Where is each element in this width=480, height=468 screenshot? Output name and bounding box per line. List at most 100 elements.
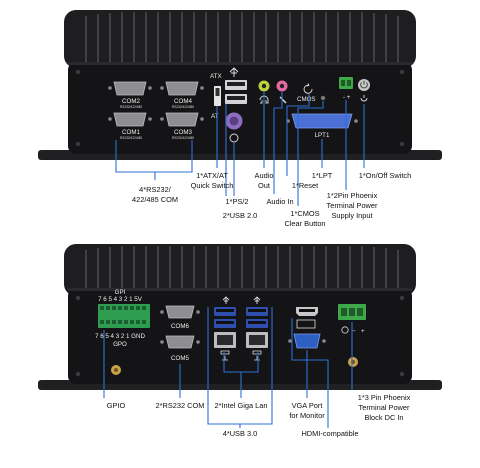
lpt-callout: 1*LPT <box>312 171 333 180</box>
usb3-port-slot <box>216 309 234 312</box>
cmos-callout-line2: Clear Button <box>284 219 325 228</box>
screw-icon <box>75 295 81 301</box>
atx-callout-line2: Quick Switch <box>191 181 234 190</box>
onoff-callout: 1*On/Off Switch <box>359 171 411 180</box>
usb2-port-slot <box>227 96 245 100</box>
lpt-port <box>291 113 353 129</box>
headphone-icon <box>259 95 269 104</box>
phoenix-pin <box>341 80 345 86</box>
com2-sub-label: RS232/422/485 <box>120 105 142 109</box>
ps2-callout: 1*PS/2 <box>225 197 248 206</box>
cmos-label: CMOS <box>297 96 316 103</box>
atx-callout-line1: 1*ATX/AT <box>196 171 228 180</box>
power-symbol-icon <box>360 95 368 102</box>
audio-in-jack-hole <box>279 83 285 89</box>
dc-pin <box>349 308 355 316</box>
top-callouts: 4*RS232/ 422/485 COM 1*ATX/AT Quick Swit… <box>132 171 411 228</box>
dc-callout-line2: Terminal Power <box>359 403 410 412</box>
com-callout-line2: 422/485 COM <box>132 195 178 204</box>
reset-callout: 1*Reset <box>292 181 318 190</box>
top-io-panel <box>68 62 412 154</box>
lan-callout: 2*Intel Giga Lan <box>214 401 267 410</box>
screw-icon <box>399 295 405 301</box>
top-heatsink-fins <box>85 12 399 66</box>
screw-icon <box>399 69 405 75</box>
power-button <box>358 79 370 91</box>
com4-sub-label: RS232/422/485 <box>172 105 194 109</box>
dc-callout-line3: Block DC In <box>364 413 403 422</box>
audio-out-callout-line1: Audio <box>255 171 274 180</box>
usb-icon <box>229 67 239 77</box>
com3-port <box>160 112 204 127</box>
audio-in-leader-line <box>273 92 283 194</box>
com4-label: COM4 <box>174 98 192 105</box>
monitor-icon <box>296 319 316 329</box>
dc-minus-label: − <box>352 328 356 335</box>
ground-icon <box>341 326 349 334</box>
antenna-connector-core <box>114 368 118 372</box>
microphone-icon <box>279 96 287 104</box>
gpio-callout: GPIO <box>107 401 126 410</box>
com5-label: COM5 <box>171 355 189 362</box>
lan-port-socket <box>249 335 265 345</box>
usb3-port-slot <box>216 321 234 324</box>
gpi-label: GPI <box>115 289 126 296</box>
vga-callout-line2: for Monitor <box>289 411 325 420</box>
ps2-port-inner <box>229 116 239 126</box>
gpo-label: GPO <box>113 341 127 348</box>
bottom-heatsink-fins <box>85 246 399 294</box>
com-callout-line1: 4*RS232/ <box>139 185 172 194</box>
screw-icon <box>75 69 81 75</box>
com3-label: COM3 <box>174 129 192 136</box>
audio-out-callout-line2: Out <box>258 181 270 190</box>
atx-label: ATX <box>210 73 222 80</box>
usb3-callout: 4*USB 3.0 <box>223 429 258 438</box>
usb-icon <box>253 296 261 304</box>
vga-screw-icon <box>322 339 326 343</box>
lan-port-socket <box>217 335 233 345</box>
top-heatsink-body <box>64 10 416 68</box>
network-icon <box>220 350 230 361</box>
com6-label: COM6 <box>171 323 189 330</box>
at-label: AT <box>211 113 219 120</box>
power-icon <box>360 80 368 89</box>
switch-knob <box>215 88 220 96</box>
cmos-leader-line <box>297 101 324 206</box>
lpt1-label: LPT1 <box>315 132 330 139</box>
com2-label: COM2 <box>122 98 140 105</box>
screw-icon <box>75 371 81 377</box>
screw-icon <box>399 371 405 377</box>
cmos-button <box>320 95 326 101</box>
rs232-callout: 2*RS232 COM <box>156 401 205 410</box>
hdmi-leader-line <box>291 318 329 428</box>
usb2-port-slot <box>227 82 245 86</box>
com-bracket-line <box>115 140 193 173</box>
phoenix-callout-line1: 1*2Pin Phoenix <box>327 191 378 200</box>
com1-sub-label: RS232/422/485 <box>120 136 142 140</box>
usb2-callout: 2*USB 2.0 <box>223 211 258 220</box>
bottom-callouts: GPIO 2*RS232 COM 2*Intel Giga Lan 4*USB … <box>107 393 411 438</box>
dc-pin <box>341 308 347 316</box>
cmos-callout-line1: 1*CMOS <box>290 209 319 218</box>
bottom-chassis: GPI 7 6 5 4 3 2 1 5V 7 6 5 4 3 2 1 GND G… <box>38 244 442 390</box>
audio-in-callout: Audio In <box>266 197 293 206</box>
vga-callout-line1: VGA Port <box>292 401 323 410</box>
top-chassis: COM2 RS232/422/485 COM4 RS232/422/485 CO… <box>38 10 442 160</box>
lpt-screw-icon <box>354 119 358 123</box>
audio-out-jack-hole <box>261 83 267 89</box>
dc-pin <box>357 308 363 316</box>
hdmi-callout: HDMI-compatible <box>301 429 358 438</box>
bottom-heatsink-body <box>64 244 416 296</box>
reset-leader-line <box>286 94 310 176</box>
reset-icon <box>303 83 313 94</box>
hdmi-port-slot <box>299 309 315 312</box>
com6-port <box>160 305 200 319</box>
com1-port <box>108 112 152 127</box>
com4-port <box>160 81 204 96</box>
dc-callout-line1: 1*3 Pin Phoenix <box>358 393 411 402</box>
com2-port <box>108 81 152 96</box>
screw-icon <box>399 141 405 147</box>
com5-port <box>160 335 200 349</box>
vga-screw-icon <box>288 339 292 343</box>
